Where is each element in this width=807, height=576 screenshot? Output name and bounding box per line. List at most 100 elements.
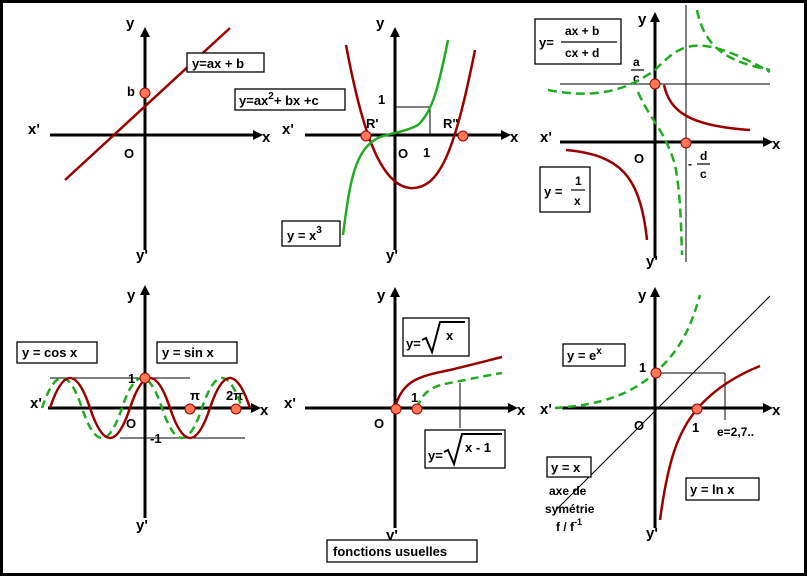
b-label: b	[127, 84, 135, 99]
intercept-point	[139, 87, 151, 99]
panel-polynomial: x' x y y' O 1 1 R' R" y=ax2+ bx +c y = x…	[234, 15, 519, 264]
panel-trig: x' x y y' O 1 -1 π 2π y = cos x y = sin …	[16, 285, 269, 534]
e-value-label: e=2,7..	[717, 425, 754, 439]
x-label: x	[772, 136, 781, 153]
root-r-second-point	[457, 130, 469, 142]
symmetry-line	[555, 295, 771, 511]
identity-equation: y = x	[551, 460, 581, 475]
y-prime-label: y'	[136, 517, 148, 534]
cubic-equation: y = x3	[287, 225, 322, 243]
panel-linear: x' x y y' O b y=ax + b	[28, 15, 271, 264]
asymptote-c-label: c	[633, 71, 640, 85]
x-prime-label: x'	[30, 395, 42, 412]
sqrt-x-y: y=	[406, 336, 421, 351]
unit-x-label: 1	[411, 390, 418, 405]
sqrt-x-minus-one-y: y=	[428, 448, 443, 463]
y-intercept-point	[649, 78, 661, 90]
y-prime-label: y'	[136, 247, 148, 264]
x-label: x	[510, 129, 519, 146]
pole-minus-label: -	[688, 157, 692, 171]
root-r-prime-label: R'	[366, 116, 378, 131]
linear-equation: y=ax + b	[192, 56, 244, 71]
sqrt-x-radicand: x	[446, 328, 454, 343]
sqrt-x-minus-one-curve	[415, 371, 503, 409]
homographic-denominator: cx + d	[565, 46, 599, 60]
sqrt-x-radical	[421, 321, 465, 356]
caption-box	[326, 539, 478, 563]
homographic-y: y=	[539, 35, 554, 50]
symmetry-text-2: symétrie	[545, 502, 595, 516]
panel-explog: x' x y y' O 1 1 e=2,7.. y = ex y = x axe…	[540, 287, 781, 542]
root-r-prime-point	[360, 130, 372, 142]
cos-peak-point	[139, 372, 151, 384]
identity-equation-box	[546, 456, 592, 478]
cubic-equation-box	[281, 220, 341, 247]
origin-label: O	[374, 416, 384, 431]
sqrt-x-curve	[393, 355, 503, 409]
homographic-numerator: ax + b	[565, 24, 599, 38]
pi-point	[184, 403, 196, 415]
plus-one-label: 1	[128, 371, 135, 386]
y-prime-label: y'	[386, 247, 398, 264]
exp-equation-box	[562, 343, 626, 367]
two-pi-point	[230, 403, 242, 415]
root-r-second-label: R"	[443, 116, 459, 131]
y-prime-label: y'	[646, 525, 658, 542]
pole-c-label: c	[700, 167, 707, 181]
x-prime-label: x'	[282, 121, 294, 138]
linear-equation-box	[186, 52, 265, 73]
x-prime-label: x'	[540, 129, 552, 146]
y-label: y	[126, 15, 135, 32]
origin-label: O	[398, 146, 408, 161]
caption: fonctions usuelles	[333, 544, 447, 559]
pi-label: π	[190, 388, 200, 403]
panel-sqrt: x' x y y' O 1 y= x y= x - 1	[284, 287, 526, 544]
pole-d-label: d	[700, 149, 707, 163]
quadratic-equation: y=ax2+ bx +c	[239, 91, 319, 108]
inverse-curve-upper	[662, 84, 751, 132]
panel-homographic: x' x y y' O a c - d c y= ax + b cx + d y…	[534, 5, 781, 270]
y-label: y	[127, 287, 136, 304]
y-prime-label: y'	[646, 253, 658, 270]
x-label: x	[262, 129, 271, 146]
x-prime-label: x'	[284, 395, 296, 412]
asymptote-a-label: a	[633, 55, 640, 69]
inverse-y: y =	[544, 184, 563, 199]
homographic-curve-left	[636, 91, 684, 256]
origin-label: O	[126, 416, 136, 431]
quadratic-equation-box	[234, 88, 346, 111]
y-label: y	[638, 287, 647, 304]
unit-y-label: 1	[378, 92, 385, 107]
unit-x-label: 1	[423, 145, 430, 160]
x-label: x	[517, 402, 526, 419]
y-label: y	[376, 15, 385, 32]
inverse-denominator: x	[574, 194, 581, 208]
minus-one-label: -1	[150, 431, 162, 446]
sin-equation-box	[156, 341, 238, 364]
exp-intercept-point	[650, 367, 662, 379]
ln-intercept-point	[691, 403, 703, 415]
unit-y-label: 1	[639, 360, 646, 375]
sqrt-x-minus-one-radicand: x - 1	[465, 440, 491, 455]
origin-point	[390, 403, 402, 415]
ln-equation-box	[685, 477, 760, 501]
origin-label: O	[634, 418, 644, 433]
origin-label: O	[124, 146, 134, 161]
unit-point	[411, 403, 423, 415]
ln-equation: y = ln x	[690, 482, 735, 497]
sqrt-x-minus-one-equation-box	[424, 429, 506, 469]
inverse-numerator: 1	[575, 174, 582, 188]
x-label: x	[772, 402, 781, 419]
x-prime-label: x'	[28, 121, 40, 138]
cubic-curve	[341, 39, 450, 236]
inverse-curve-lower	[565, 148, 649, 241]
x-intercept-point	[680, 137, 692, 149]
cos-equation-box	[16, 341, 98, 364]
unit-x-label: 1	[692, 420, 699, 435]
symmetry-text-1: axe de	[549, 484, 587, 498]
exp-equation: y = ex	[567, 346, 602, 363]
cos-equation: y = cos x	[22, 345, 78, 360]
